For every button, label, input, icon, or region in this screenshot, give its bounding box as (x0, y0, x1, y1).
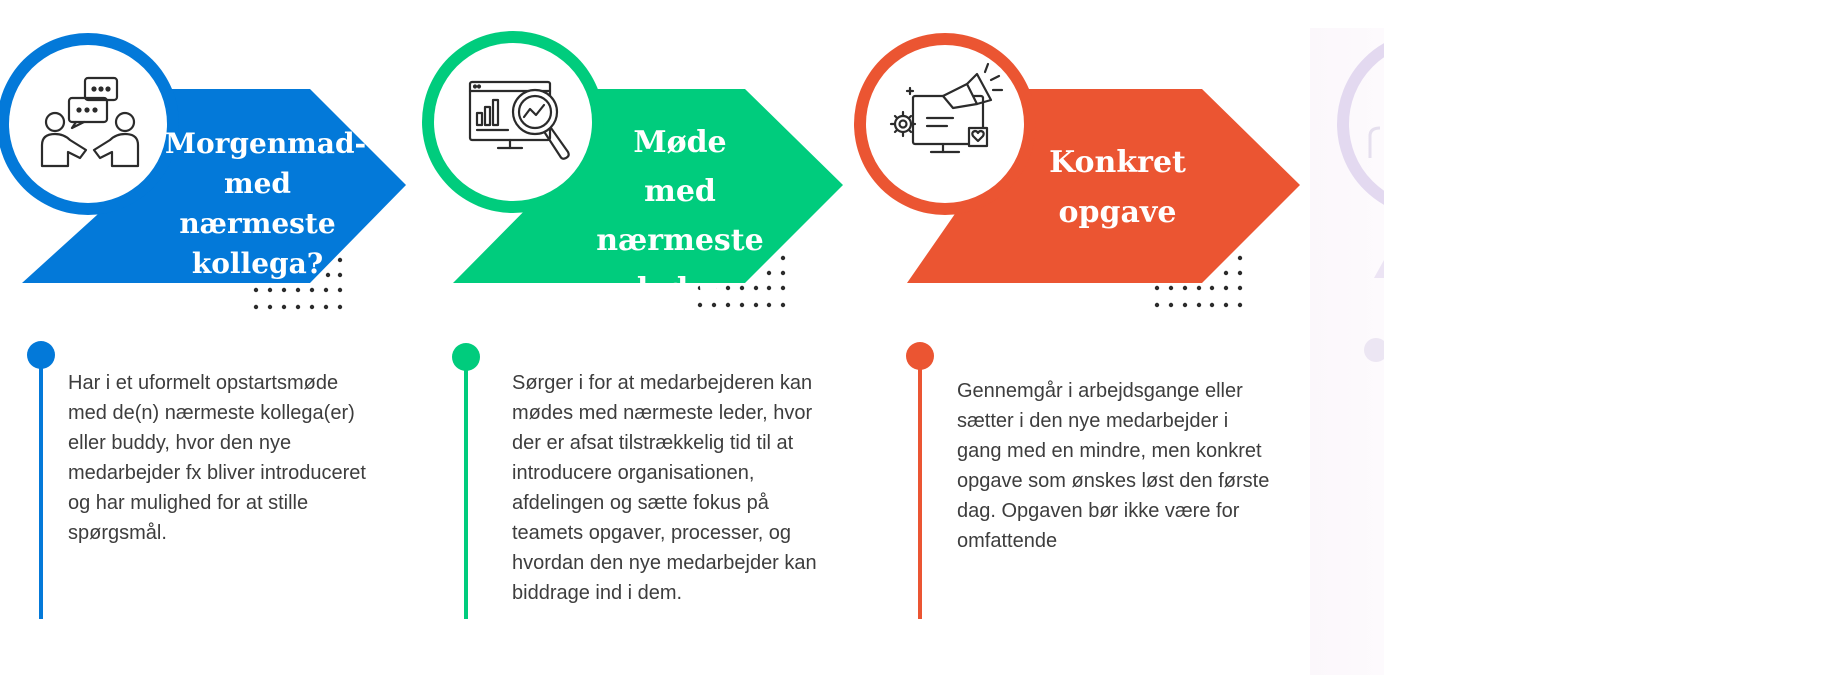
step-task: Konkret opgave Gennemgår i arbejdsgange … (854, 0, 1310, 675)
people-chat-icon (40, 76, 140, 168)
dot-grid (1154, 255, 1243, 308)
arrow-banner (22, 89, 406, 283)
step-title: Morgenmad- med nærmeste kollega? (165, 127, 367, 280)
timeline-line (918, 356, 922, 619)
faded-timeline-dot (1364, 338, 1384, 362)
icon-circle (9, 45, 167, 203)
step-description: Gennemgår i arbejdsgange eller sætter i … (957, 380, 1270, 552)
step-title: Møde med nærmeste leder (596, 125, 764, 307)
timeline-line (464, 357, 468, 619)
step-graphic (422, 31, 843, 619)
faded-step-graphic (1337, 43, 1384, 362)
dot-grid (253, 257, 343, 310)
timeline-line (39, 355, 43, 619)
icon-circle (434, 43, 592, 201)
icon-circle (866, 45, 1024, 203)
step-graphic (0, 33, 406, 619)
step-description: Sørger i for at medarbejderen kan mødes … (512, 372, 817, 604)
faded-icon-ring (1337, 43, 1384, 205)
timeline-dot (27, 341, 55, 369)
analytics-magnifier-icon (468, 80, 570, 160)
step-graphic (854, 33, 1300, 619)
step-manager: Møde med nærmeste leder Sørger i for at … (420, 0, 860, 675)
faded-step-panel (1310, 28, 1384, 675)
step-description: Har i et uformelt opstartsmøde med de(n)… (68, 372, 366, 544)
megaphone-monitor-icon (889, 62, 1004, 154)
dot-grid (697, 255, 786, 308)
step-title: Konkret opgave (1049, 145, 1186, 230)
step-breakfast: Morgenmad- med nærmeste kollega? Har i e… (0, 0, 440, 675)
timeline-dot (452, 343, 480, 371)
faded-icon-fragment (1368, 126, 1381, 158)
faded-arrow-edge (1374, 260, 1384, 278)
timeline-dot (906, 342, 934, 370)
